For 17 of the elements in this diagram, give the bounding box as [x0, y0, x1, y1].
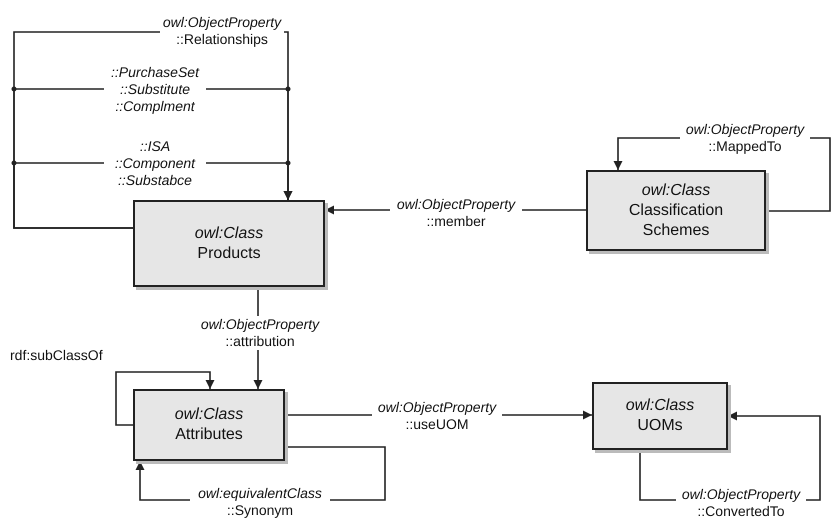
class-type-label: owl:Class: [642, 180, 710, 200]
edge-label: owl:ObjectProperty ::MappedTo: [680, 121, 810, 155]
edge-label: ::PurchaseSet ::Substitute ::Complment: [104, 64, 206, 115]
class-name: Classification Schemes: [628, 200, 724, 240]
class-box: [133, 389, 285, 461]
edge-label: owl:equivalentClass ::Synonym: [190, 485, 330, 519]
class-type-label: owl:Class: [194, 224, 264, 244]
class-box: [133, 200, 325, 287]
class-name: Products: [197, 244, 261, 264]
class-box: [592, 382, 728, 450]
class-type-label: owl:Class: [626, 396, 694, 416]
class-box: [586, 170, 766, 251]
arrow: [115, 371, 214, 426]
class-name: Attributes: [175, 425, 243, 445]
class-name: UOMs: [637, 416, 683, 436]
class-type-label: owl:Class: [174, 405, 244, 425]
edge-label: owl:ObjectProperty ::Relationships: [160, 14, 284, 48]
